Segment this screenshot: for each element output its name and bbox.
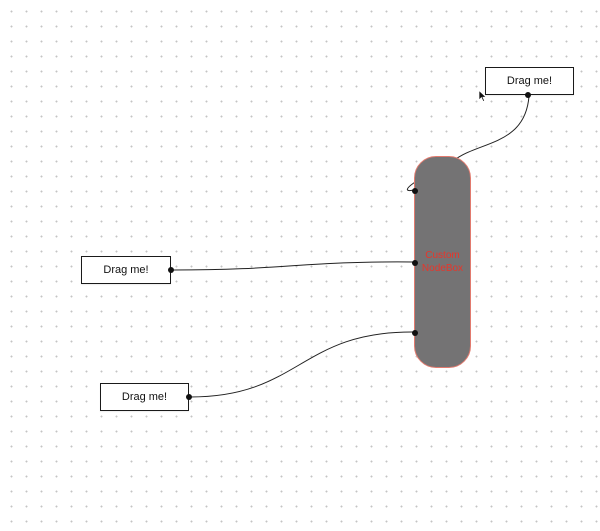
custom-node-target-handle-3[interactable]: [412, 330, 418, 336]
mouse-pointer-icon: [478, 90, 488, 102]
drag-node-top[interactable]: Drag me!: [485, 67, 574, 98]
drag-node-bottom[interactable]: Drag me!: [100, 383, 192, 411]
node-bottom-source-handle[interactable]: [186, 394, 192, 400]
edge-middle-to-custom[interactable]: [172, 261, 415, 271]
drag-node-top-label: Drag me!: [506, 75, 553, 87]
drag-node-middle[interactable]: Drag me!: [81, 256, 174, 284]
drag-node-bottom-label: Drag me!: [121, 391, 168, 403]
node-middle-source-handle[interactable]: [168, 267, 174, 273]
edge-bottom-to-custom[interactable]: [189, 331, 415, 398]
drag-node-middle-label: Drag me!: [103, 264, 149, 276]
custom-node-label: Custom NodeBox: [421, 250, 464, 274]
custom-node-target-handle-1[interactable]: [412, 188, 418, 194]
node-top-source-handle[interactable]: [525, 92, 531, 98]
custom-node-box[interactable]: Custom NodeBox: [412, 156, 471, 368]
custom-node-target-handle-2[interactable]: [412, 260, 418, 266]
